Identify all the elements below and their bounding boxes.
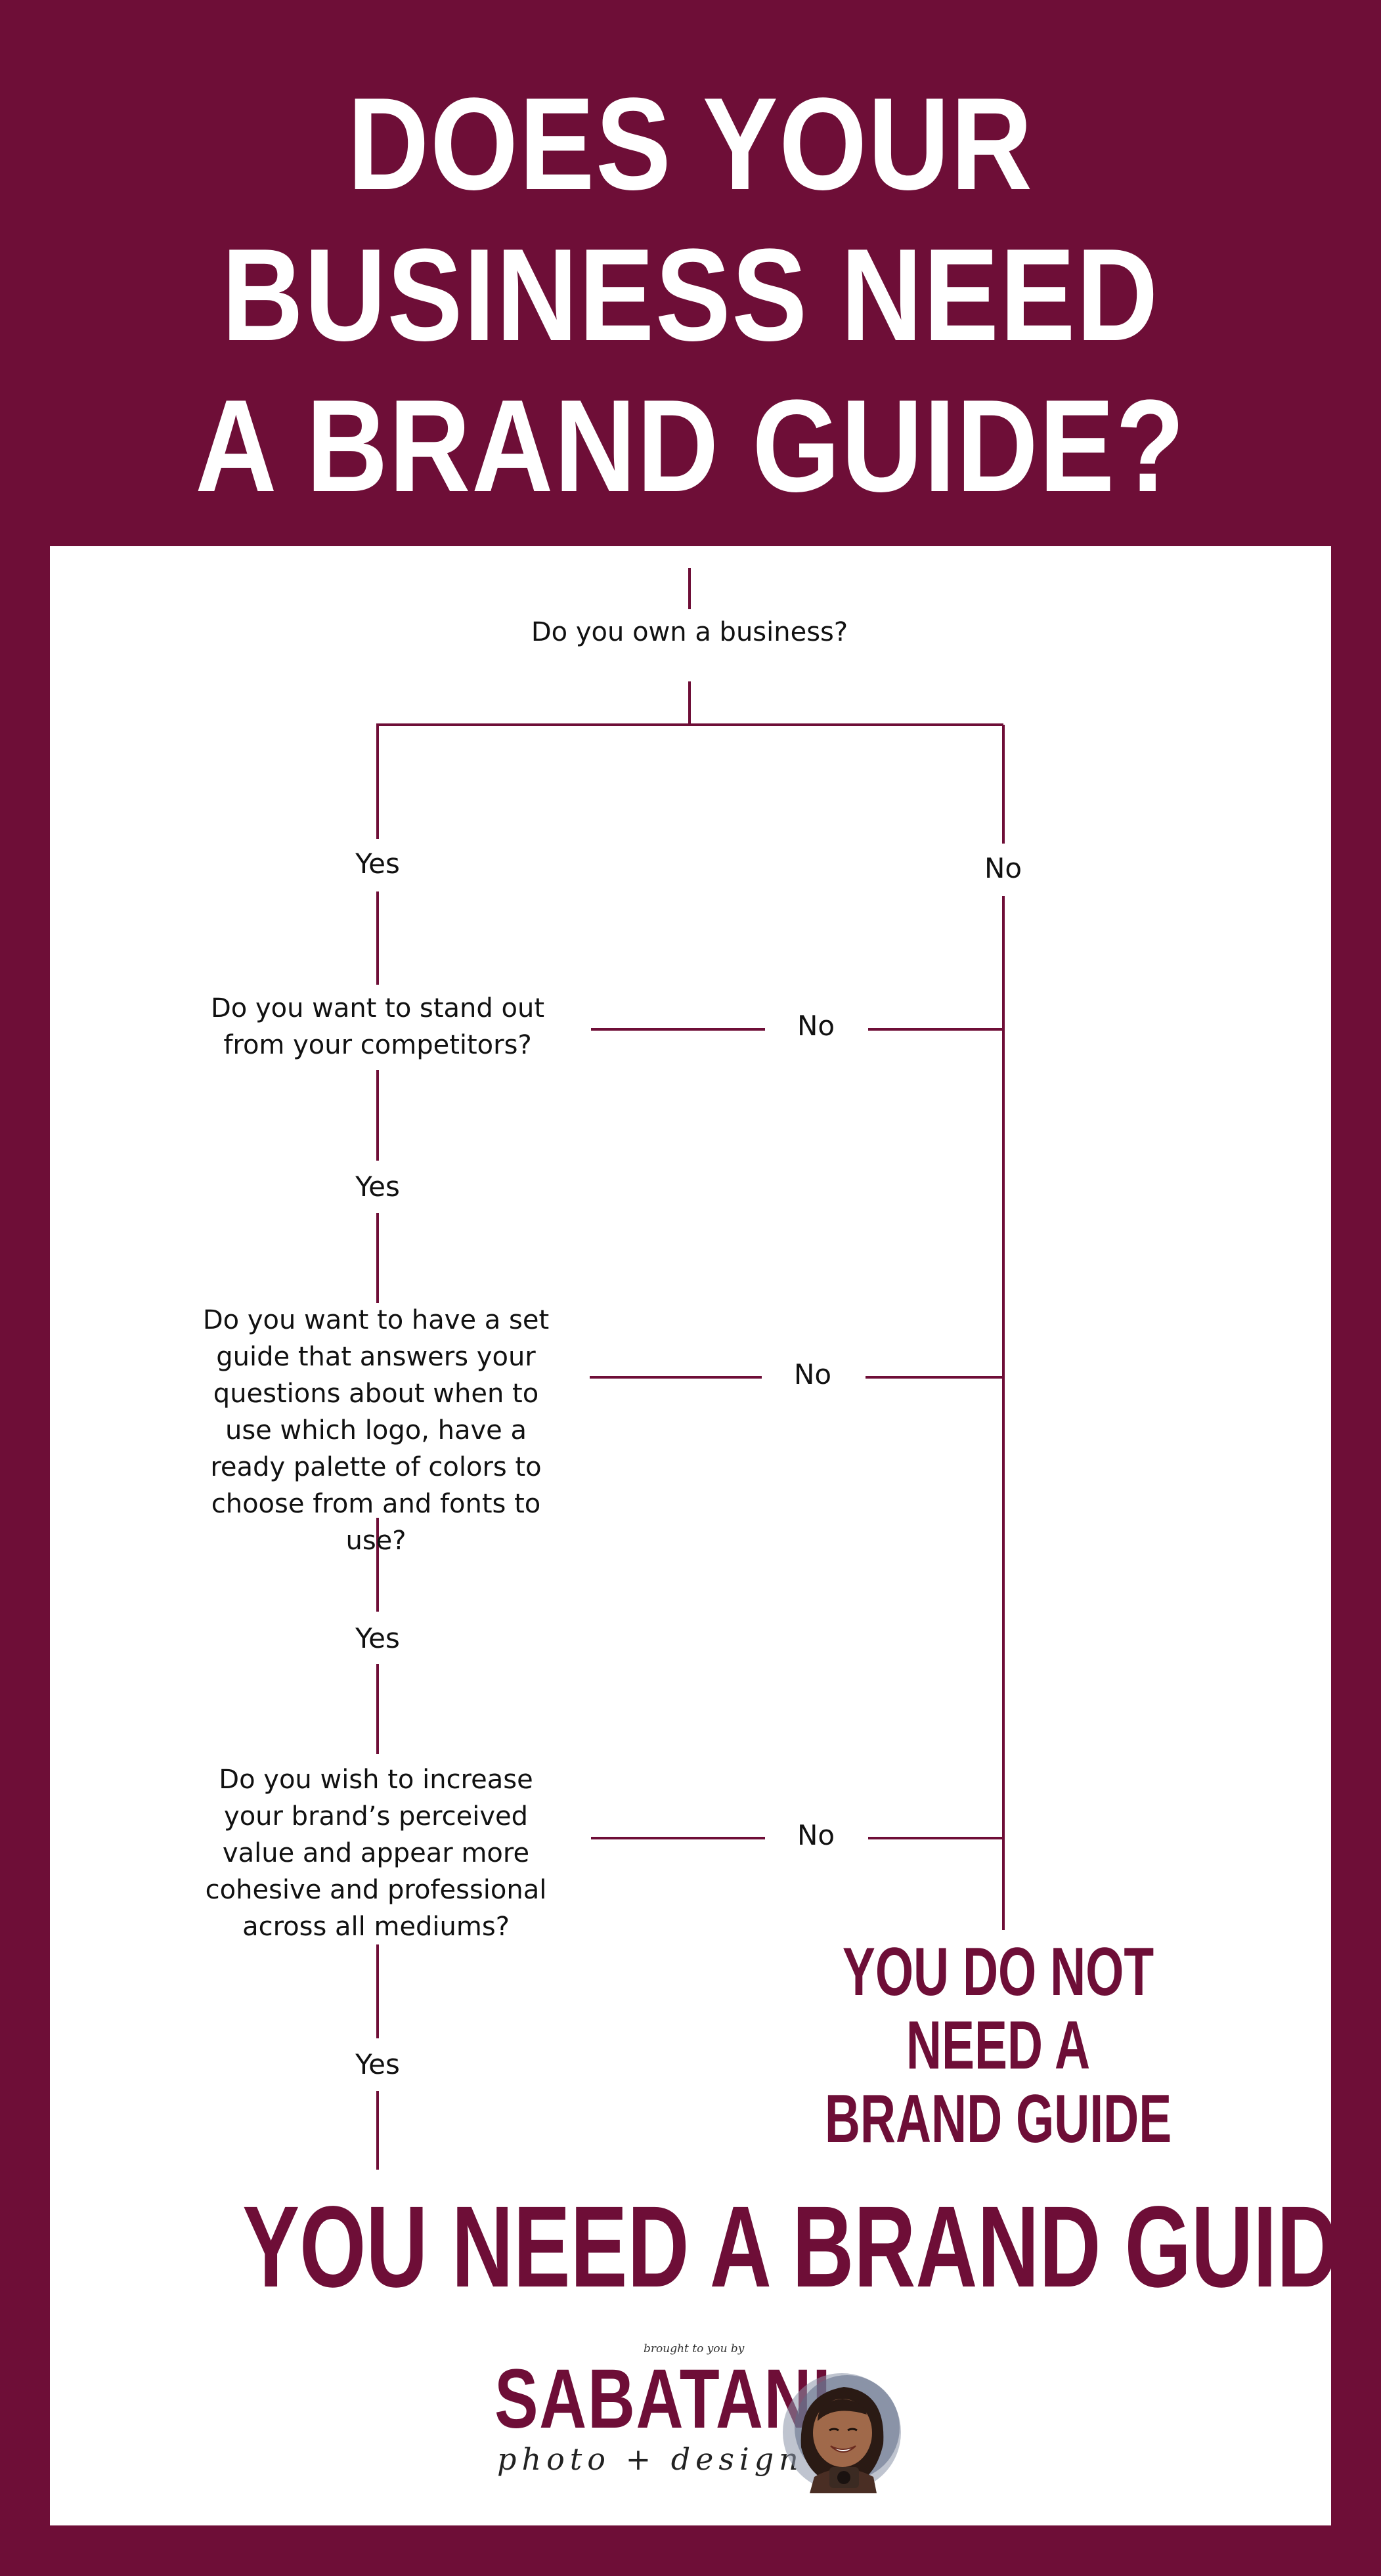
question-own-business: Do you own a business? (531, 617, 848, 647)
question-perceived-value: Do you wish to increase your brand’s per… (205, 1765, 547, 1942)
brand-tagline: brought to you by (644, 2342, 745, 2355)
avatar-illustration (783, 2373, 901, 2493)
answer-no-4: No (778, 1817, 854, 1854)
question-stand-out: Do you want to stand out from your compe… (210, 993, 545, 1060)
title-line-2: BUSINESS NEED (221, 222, 1160, 368)
answer-no-1: No (965, 850, 1041, 887)
result-no-brand-guide: YOU DO NOT NEED A BRAND GUIDE (824, 1934, 1172, 2157)
title-line-3: A BRAND GUIDE? (195, 373, 1186, 519)
result-need-brand-guide: YOU NEED A BRAND GUIDE! (242, 2183, 1381, 2311)
title-line-1: DOES YOUR (347, 71, 1034, 217)
answer-no-3: No (775, 1356, 850, 1393)
brand-name: SABATANI (494, 2352, 832, 2446)
answer-yes-2: Yes (341, 1169, 414, 1205)
answer-yes-1: Yes (341, 846, 414, 882)
brand-logo: brought to you by SABATANI photo + desig… (489, 2342, 910, 2500)
answer-no-2: No (778, 1008, 854, 1044)
question-set-guide: Do you want to have a set guide that ans… (202, 1305, 550, 1556)
header: DOES YOUR BUSINESS NEED A BRAND GUIDE? (0, 0, 1381, 546)
flowchart-panel (50, 546, 1331, 2525)
answer-yes-3: Yes (341, 1620, 414, 1657)
answer-yes-4: Yes (341, 2046, 414, 2083)
brand-subtitle: photo + design (497, 2441, 804, 2477)
